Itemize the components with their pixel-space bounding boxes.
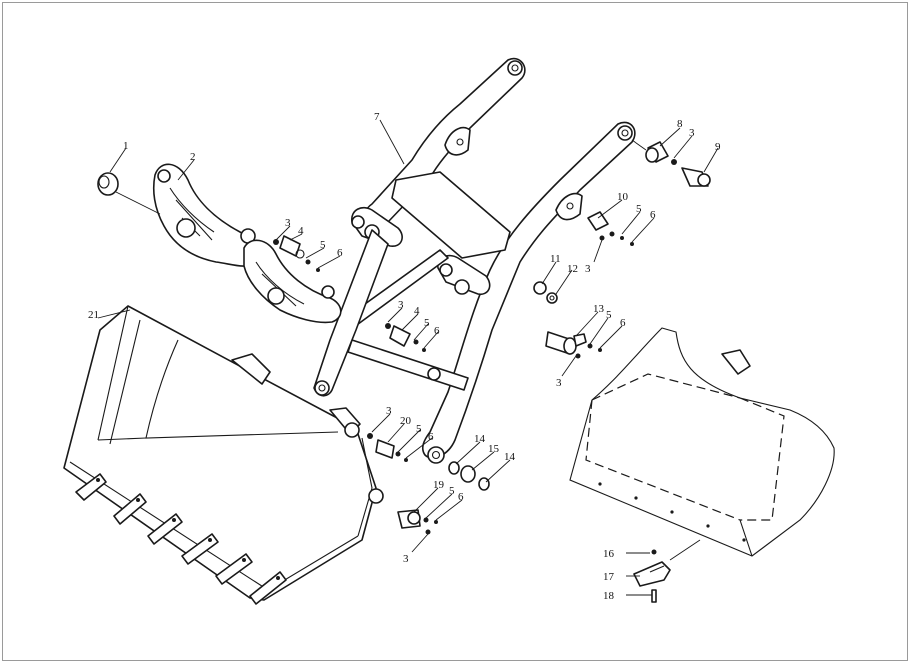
callout-label-c14b: 14 (504, 451, 516, 463)
callout-label-c2: 2 (190, 151, 196, 163)
tooth-assembly (633, 539, 701, 603)
callout-label-c1: 1 (123, 140, 129, 152)
callout-label-c3g: 3 (403, 553, 409, 565)
callout-label-c5c: 5 (424, 317, 430, 329)
callout-label-c19: 19 (433, 479, 445, 491)
callout-label-c8: 8 (677, 118, 683, 130)
callout-label-c21: 21 (88, 309, 99, 321)
callout-label-c6b: 6 (650, 209, 656, 221)
callout-label-c6f: 6 (458, 491, 464, 503)
pin-assembly-19 (397, 509, 438, 535)
callout-label-c5f: 5 (449, 485, 455, 497)
callout-label-c3c: 3 (585, 263, 591, 275)
callout-label-c4b: 4 (414, 305, 420, 317)
bushing-8-pin-9 (631, 139, 711, 187)
pin-assembly-upper-left (273, 235, 320, 272)
bellcrank-upper (152, 163, 259, 267)
callout-label-c18: 18 (603, 590, 615, 602)
callout-label-c3b: 3 (689, 127, 695, 139)
callout-label-c3e: 3 (556, 377, 562, 389)
callout-label-c7: 7 (374, 111, 380, 123)
leader-lines (97, 119, 719, 596)
callout-label-c6c: 6 (434, 325, 440, 337)
callout-label-c13: 13 (593, 303, 605, 315)
callout-label-c11: 11 (550, 253, 561, 265)
callout-label-c14a: 14 (474, 433, 486, 445)
callout-label-c10: 10 (617, 191, 629, 203)
bellcrank-lower (243, 239, 342, 324)
bucket-main (63, 305, 384, 605)
bushing-15-rings-14 (448, 461, 490, 491)
callout-label-c6a: 6 (337, 247, 343, 259)
callout-label-c16: 16 (603, 548, 615, 560)
washer-12 (546, 292, 558, 304)
callout-label-c3a: 3 (285, 217, 291, 229)
callout-label-c5d: 5 (606, 309, 612, 321)
callout-label-c5a: 5 (320, 239, 326, 251)
callout-label-c17: 17 (603, 571, 615, 583)
callout-label-c15: 15 (488, 443, 500, 455)
pin-assembly-10 (587, 211, 634, 246)
pin-assembly-13 (545, 331, 602, 359)
callout-label-c5e: 5 (416, 423, 422, 435)
callout-label-c5b: 5 (636, 203, 642, 215)
callout-label-c6e: 6 (428, 431, 434, 443)
callout-label-c4a: 4 (298, 225, 304, 237)
callout-label-c12: 12 (567, 263, 578, 275)
bushing-1 (97, 172, 161, 215)
callout-label-c3f: 3 (386, 405, 392, 417)
pin-assembly-mid (385, 323, 426, 352)
loader-boom (313, 57, 636, 464)
callout-label-c3d: 3 (398, 299, 404, 311)
callout-label-c9: 9 (715, 141, 721, 153)
pin-assembly-20 (367, 433, 408, 462)
callout-label-c20: 20 (400, 415, 412, 427)
callout-label-c6d: 6 (620, 317, 626, 329)
bucket-alternate (569, 327, 835, 557)
